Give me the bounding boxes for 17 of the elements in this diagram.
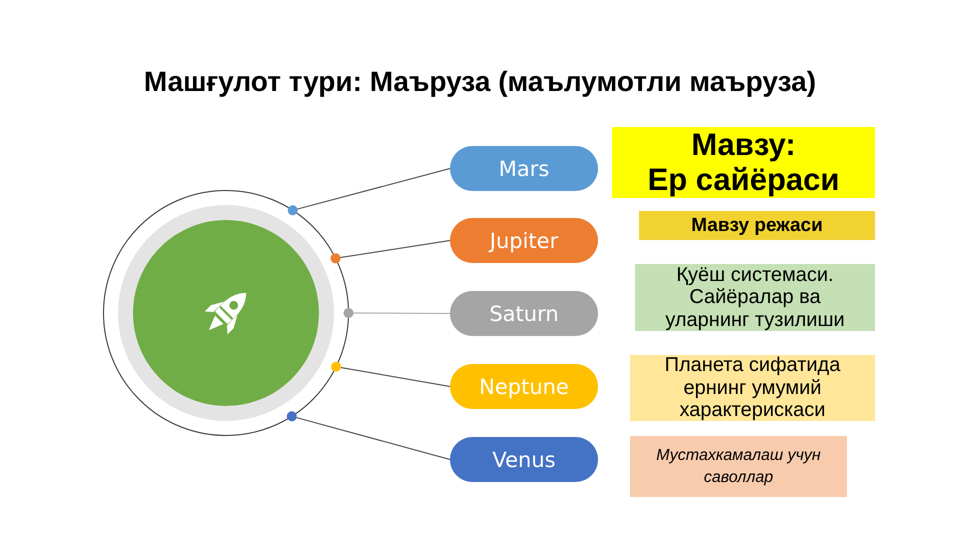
central-circle	[103, 190, 349, 436]
connector-line	[286, 411, 450, 460]
label-pill: Neptune	[450, 364, 598, 409]
subheading-bar: Мавзу режаси	[639, 211, 875, 240]
text-panel: Планета сифатида ернинг умумий характерискаси	[630, 355, 875, 421]
text-panel: Мустахкамалаш учун саволлар	[630, 436, 847, 497]
connector-line	[331, 362, 450, 387]
slide-title: Машғулот тури: Маъруза (маълумотли маъруза)	[144, 66, 816, 98]
label-pill: Venus	[450, 437, 598, 482]
connector-line	[288, 168, 450, 216]
text-panel: Қуёш системаси. Сайёралар ва уларнинг тузилиши	[635, 264, 875, 331]
connector-line	[330, 240, 450, 264]
label-pill: Mars	[450, 146, 598, 191]
label-pill: Saturn	[450, 291, 598, 336]
heading-banner: Мавзу: Ер сайёраси	[612, 127, 875, 198]
label-pill: Jupiter	[450, 218, 598, 263]
connector-line	[344, 308, 450, 318]
